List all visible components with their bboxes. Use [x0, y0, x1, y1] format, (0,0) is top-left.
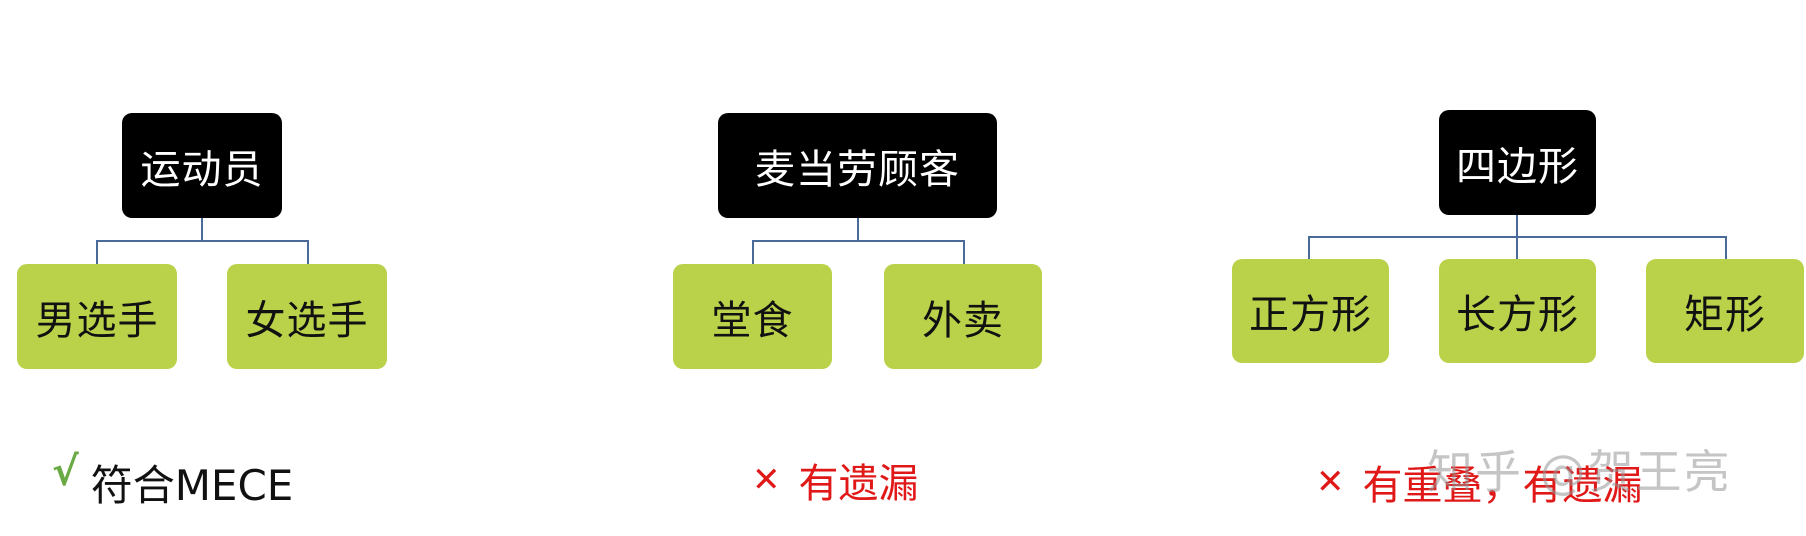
- child-node: 矩形: [1646, 259, 1804, 363]
- connector-bar: [752, 240, 965, 242]
- verdict-text: 有重叠，有遗漏: [1362, 463, 1643, 509]
- child-node: 外卖: [884, 264, 1042, 369]
- connector-branch: [963, 240, 965, 264]
- verdict-mece: √ 符合MECE: [52, 449, 294, 512]
- root-node: 麦当劳顾客: [718, 113, 997, 218]
- verdict-text: 有遗漏: [798, 461, 919, 507]
- child-node: 正方形: [1232, 259, 1389, 363]
- connector-branch: [96, 240, 98, 264]
- connector-bar: [96, 240, 309, 242]
- connector-bar: [1308, 236, 1727, 238]
- verdict-overlap-and-omission: ✕ 有重叠，有遗漏: [1316, 454, 1643, 510]
- connector-trunk: [201, 218, 203, 242]
- root-node: 四边形: [1439, 110, 1596, 215]
- cross-icon: ✕: [1316, 462, 1345, 502]
- child-node: 堂食: [673, 264, 832, 369]
- child-node: 男选手: [17, 264, 177, 369]
- connector-trunk: [857, 218, 859, 242]
- child-node: 女选手: [227, 264, 387, 369]
- cross-icon: ✕: [752, 460, 781, 500]
- connector-branch: [1725, 236, 1727, 259]
- connector-branch: [1308, 236, 1310, 259]
- connector-branch: [307, 240, 309, 264]
- check-icon: √: [52, 449, 79, 495]
- connector-branch: [752, 240, 754, 264]
- verdict-has-omission: ✕ 有遗漏: [752, 452, 919, 508]
- verdict-text: 符合MECE: [90, 460, 294, 510]
- root-node: 运动员: [122, 113, 282, 218]
- child-node: 长方形: [1439, 259, 1596, 363]
